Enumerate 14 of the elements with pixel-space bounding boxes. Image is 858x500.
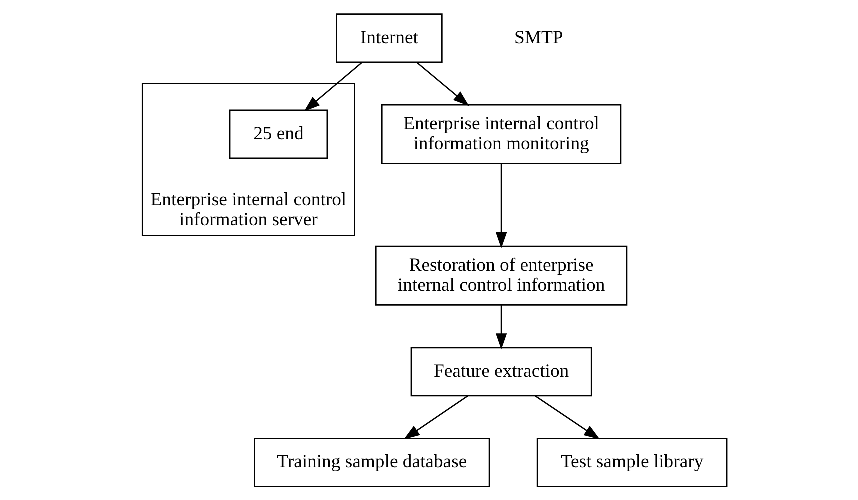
node-box: Test sample library <box>536 437 728 487</box>
node-box: Training sample database <box>254 437 490 487</box>
node-box: Internet <box>336 13 442 63</box>
node-box: Enterprise internal control information monitoring <box>380 104 622 164</box>
arrow <box>534 395 600 440</box>
node-box: Restoration of enterprise internal control information <box>374 245 628 306</box>
arrow <box>495 304 507 350</box>
node-box: Feature extraction <box>410 346 592 396</box>
label: SMTP <box>514 26 563 48</box>
arrow <box>403 395 468 440</box>
arrow <box>495 163 507 248</box>
arrow <box>416 62 469 106</box>
node-box: 25 end <box>228 109 328 159</box>
arrow <box>304 62 362 112</box>
